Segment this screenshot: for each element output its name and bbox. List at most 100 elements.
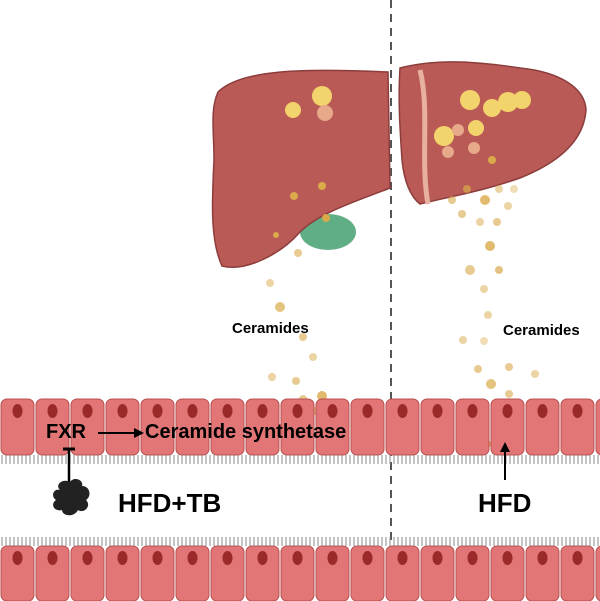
fat-droplet [488, 156, 496, 164]
activation-arrow [98, 428, 144, 438]
epithelial-cell [175, 545, 210, 601]
ceramide-dot [459, 336, 467, 344]
epithelial-cell [350, 398, 385, 456]
ceramides-left-particles [266, 249, 327, 415]
cell-nucleus [292, 551, 303, 565]
intestinal-epithelium-bottom [0, 537, 600, 601]
ceramide-dot [510, 185, 518, 193]
cell-nucleus [152, 551, 163, 565]
fat-droplet [513, 91, 531, 109]
ceramide-dot [299, 333, 307, 341]
arrowhead-up [500, 442, 510, 452]
fat-droplet [312, 86, 332, 106]
cell-nucleus [327, 551, 338, 565]
cell-nucleus [362, 404, 373, 418]
ceramide-dot [266, 279, 274, 287]
liver-left-body [211, 69, 391, 268]
ceramide-dot [476, 218, 484, 226]
fat-droplet [290, 192, 298, 200]
ceramide-dot [505, 363, 513, 371]
hepatic-ligament [417, 69, 431, 205]
ceramide-dot [275, 302, 285, 312]
gallbladder [300, 214, 356, 250]
ceramide-dot [493, 218, 501, 226]
tb-drug-blob-icon [53, 479, 90, 516]
fat-droplets-left [273, 86, 333, 238]
ceramide-dot [504, 202, 512, 210]
cell-nucleus [502, 404, 513, 418]
cell-nucleus [362, 551, 373, 565]
liver-left [211, 69, 391, 268]
cell-nucleus [117, 551, 128, 565]
cell-nucleus [152, 404, 163, 418]
epithelial-cell [350, 545, 385, 601]
cell-nucleus [327, 404, 338, 418]
cell-nucleus [82, 404, 93, 418]
ceramides-label-left: Ceramides [232, 320, 309, 337]
fat-droplet [498, 92, 518, 112]
cell-nucleus [397, 404, 408, 418]
ceramide-dot [465, 265, 475, 275]
cell-nucleus [12, 404, 23, 418]
cell-nucleus [537, 404, 548, 418]
cell-nucleus [257, 551, 268, 565]
cell-nucleus [117, 404, 128, 418]
cell-nucleus [222, 551, 233, 565]
ceramide-dot [294, 249, 302, 257]
fat-droplet [460, 90, 480, 110]
cell-nucleus [397, 551, 408, 565]
fat-droplet [285, 102, 301, 118]
fat-droplet [483, 99, 501, 117]
ceramides-right-particles [448, 185, 539, 448]
ceramide-dot [292, 377, 300, 385]
cell-nucleus [467, 551, 478, 565]
cell-nucleus [47, 404, 58, 418]
ceramide-dot [480, 337, 488, 345]
ceramide-dot [268, 373, 276, 381]
cell-nucleus [187, 404, 198, 418]
cell-nucleus [257, 404, 268, 418]
epithelial-cell [35, 545, 70, 601]
cell-nucleus [432, 551, 443, 565]
ceramide-dot [463, 185, 471, 193]
ceramide-dot [495, 185, 503, 193]
epithelial-cell [70, 398, 105, 456]
fxr-label: FXR [46, 421, 86, 443]
cell-nucleus [222, 404, 233, 418]
epithelial-cell [455, 545, 490, 601]
epithelial-cell [70, 545, 105, 601]
epithelial-cell [315, 398, 350, 456]
epithelial-cell [210, 398, 245, 456]
cell-nucleus [467, 404, 478, 418]
ceramide-dot [480, 285, 488, 293]
fat-droplet [452, 124, 464, 136]
cell-nucleus [292, 404, 303, 418]
epithelial-cell [175, 398, 210, 456]
intestinal-epithelium-top [0, 398, 600, 464]
ceramide-dot [531, 370, 539, 378]
ceramide-synthetase-label: Ceramide synthetase [145, 421, 347, 443]
fat-droplet [317, 105, 333, 121]
ceramide-dot [484, 311, 492, 319]
fat-droplets-right [434, 90, 531, 164]
inhibition-connector [63, 447, 75, 482]
ceramide-dot [505, 390, 513, 398]
ceramide-dot [486, 379, 496, 389]
ceramide-dot [474, 365, 482, 373]
cell-nucleus [572, 551, 583, 565]
epithelial-cell [595, 545, 600, 601]
ceramide-dot [495, 266, 503, 274]
cell-nucleus [82, 551, 93, 565]
cell-nucleus [12, 551, 23, 565]
epithelial-cell [490, 545, 525, 601]
epithelial-cell [490, 398, 525, 456]
cell-nucleus [47, 551, 58, 565]
fat-droplet [318, 182, 326, 190]
fat-droplet [442, 146, 454, 158]
fat-droplet [434, 126, 454, 146]
fat-droplet [322, 214, 330, 222]
epithelial-cell [455, 398, 490, 456]
epithelial-cell [595, 398, 600, 456]
fat-droplet [468, 120, 484, 136]
